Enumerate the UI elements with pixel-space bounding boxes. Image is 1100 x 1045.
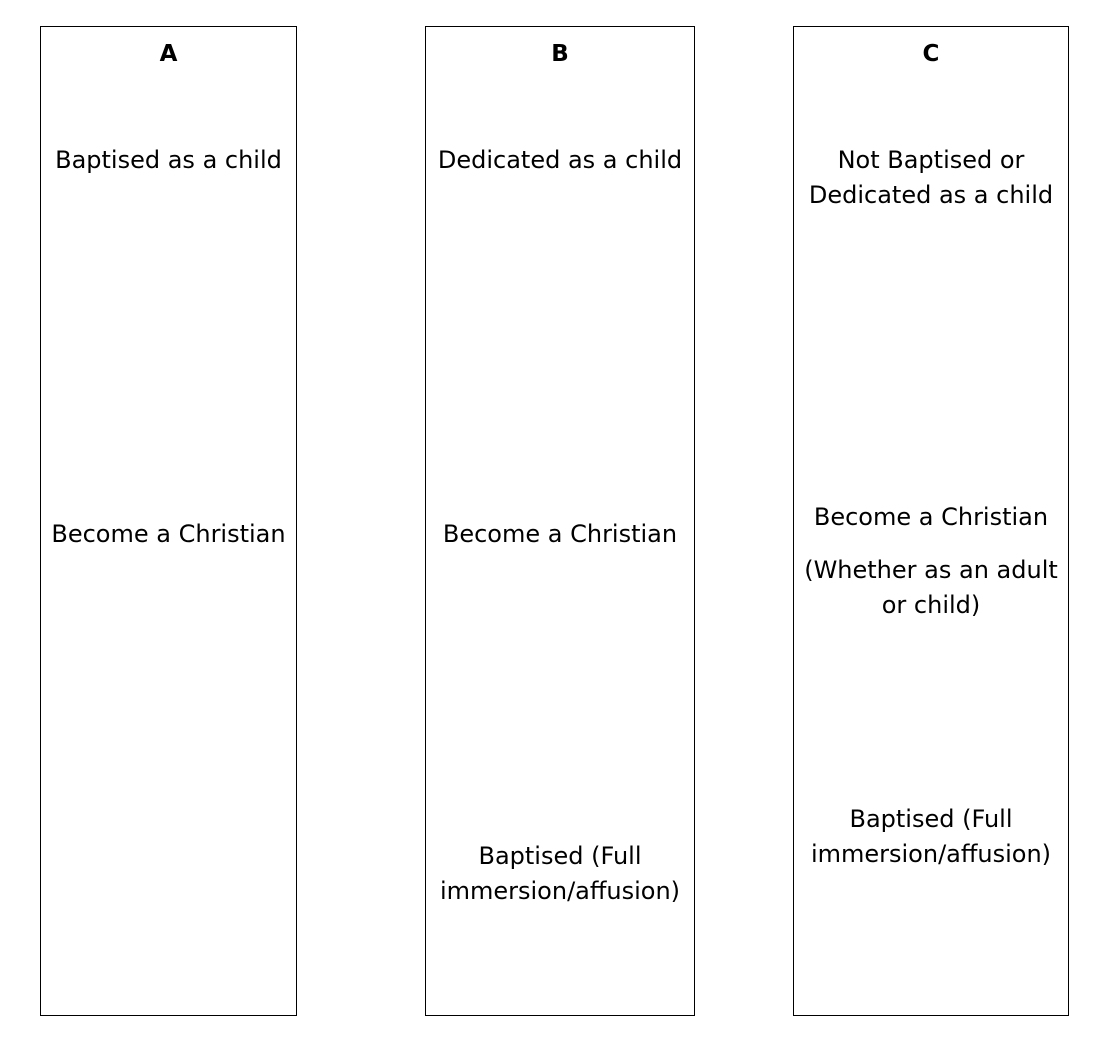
column-a-heading: A	[159, 41, 178, 67]
column-a: A Baptised as a child Become a Christian	[40, 26, 297, 1016]
column-c-step-2: Become a Christian	[813, 503, 1049, 531]
column-b-step-1: Dedicated as a child	[437, 146, 683, 174]
column-b-heading: B	[551, 41, 569, 67]
column-c-heading: C	[922, 41, 940, 67]
column-a-step-1: Baptised as a child	[55, 146, 282, 174]
column-b-step-2: Become a Christian	[442, 520, 678, 548]
column-a-step-2: Become a Christian	[51, 520, 286, 548]
column-b: B Dedicated as a child Become a Christia…	[425, 26, 695, 1016]
